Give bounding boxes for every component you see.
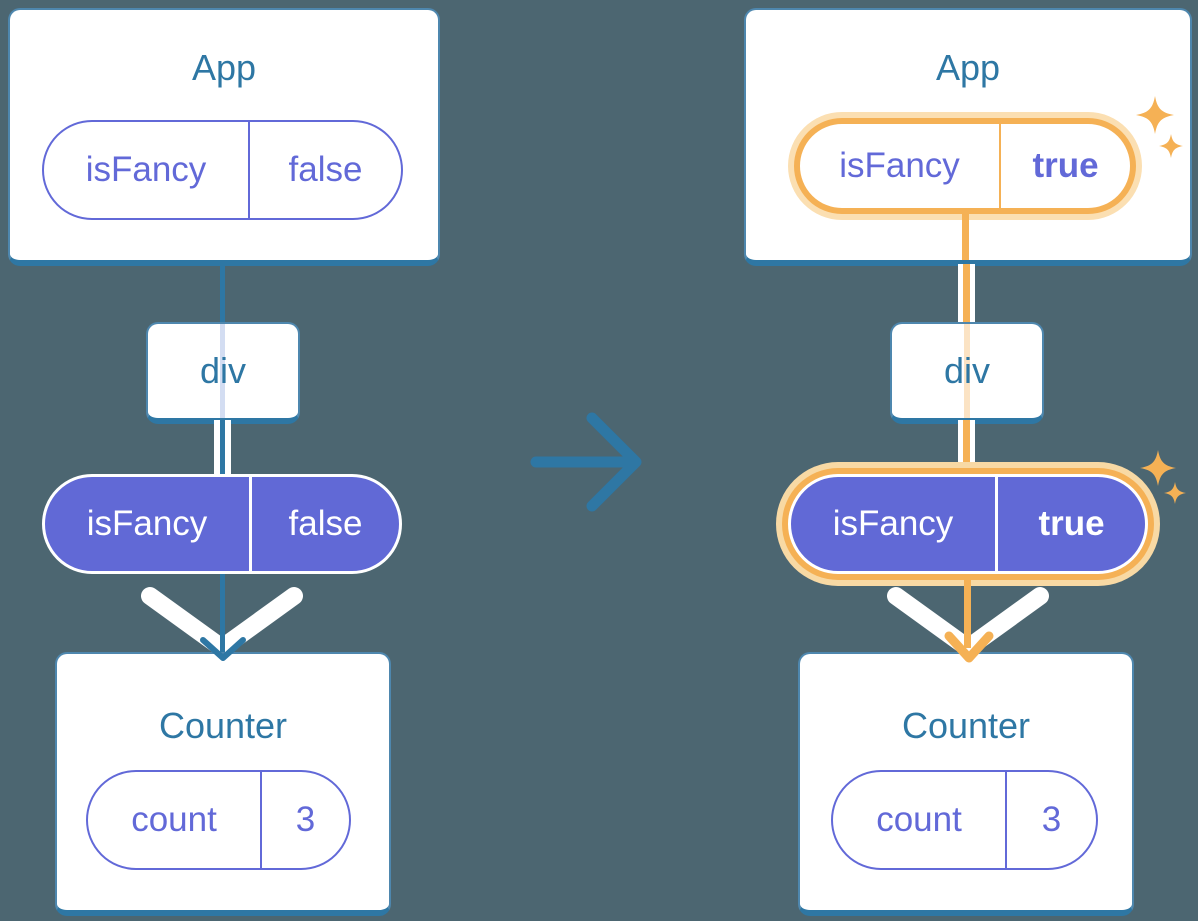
counter-state-pill-before: count 3: [86, 770, 351, 870]
pill-divider: [1005, 772, 1007, 868]
state-value: true: [1032, 146, 1099, 185]
connector-div-to-pill-before: [214, 420, 231, 476]
state-value: false: [288, 150, 363, 189]
state-trace-line: [964, 324, 970, 418]
component-title: Counter: [901, 705, 1031, 746]
element-label: div: [943, 350, 991, 391]
connector-core: [963, 420, 970, 476]
app-card-before: App isFancy false: [8, 8, 440, 266]
connector-pill-to-counter-before: [220, 574, 225, 652]
app-state-pill-after-highlighted: isFancy true: [794, 118, 1136, 214]
counter-state-pill-after: count 3: [831, 770, 1098, 870]
connector-app-to-div-after: [958, 264, 975, 324]
app-card-after: App isFancy true: [744, 8, 1192, 266]
prop-key: isFancy: [86, 504, 208, 543]
element-label: div: [199, 350, 247, 391]
arrowhead-icon: [944, 631, 994, 663]
connector-core: [963, 264, 970, 324]
state-trace-line: [220, 324, 225, 418]
sparkle-icon: [1159, 134, 1183, 158]
state-key: isFancy: [85, 150, 207, 189]
prop-key: isFancy: [832, 504, 954, 543]
pill-divider: [260, 772, 262, 868]
right-arrow-icon: [530, 412, 642, 512]
arrowhead-icon: [200, 637, 246, 661]
chevron-down-arrow-icon: [887, 587, 1049, 657]
pill-divider: [999, 124, 1001, 208]
prop-pill-before: isFancy false: [42, 474, 402, 574]
div-box-after: div: [890, 322, 1044, 424]
state-value: 3: [295, 800, 316, 839]
counter-card-after: Counter count 3: [798, 652, 1134, 916]
prop-value: false: [288, 504, 363, 543]
component-title: App: [935, 47, 1001, 88]
sparkle-icon: [1140, 450, 1176, 486]
pill-divider: [249, 477, 252, 571]
pill-divider: [248, 122, 250, 218]
state-key: isFancy: [839, 146, 960, 185]
sparkle-icon: [1136, 96, 1174, 134]
counter-card-before: Counter count 3: [55, 652, 391, 916]
state-key: count: [876, 800, 962, 839]
connector-div-to-pill-after: [958, 420, 975, 476]
prop-pill-after-highlighted: isFancy true: [788, 474, 1148, 574]
component-title: App: [191, 47, 257, 88]
app-state-pill-before: isFancy false: [42, 120, 403, 220]
sparkle-icon: [1164, 482, 1186, 504]
component-title: Counter: [158, 705, 288, 746]
connector-core: [220, 420, 225, 476]
prop-value: true: [1038, 504, 1105, 543]
pill-divider: [995, 477, 998, 571]
connector-pill-to-counter-after: [964, 574, 971, 648]
connector-app-to-div-before: [220, 264, 225, 324]
state-flow-line: [962, 214, 969, 260]
div-box-before: div: [146, 322, 300, 424]
state-value: 3: [1041, 800, 1062, 839]
state-key: count: [131, 800, 217, 839]
